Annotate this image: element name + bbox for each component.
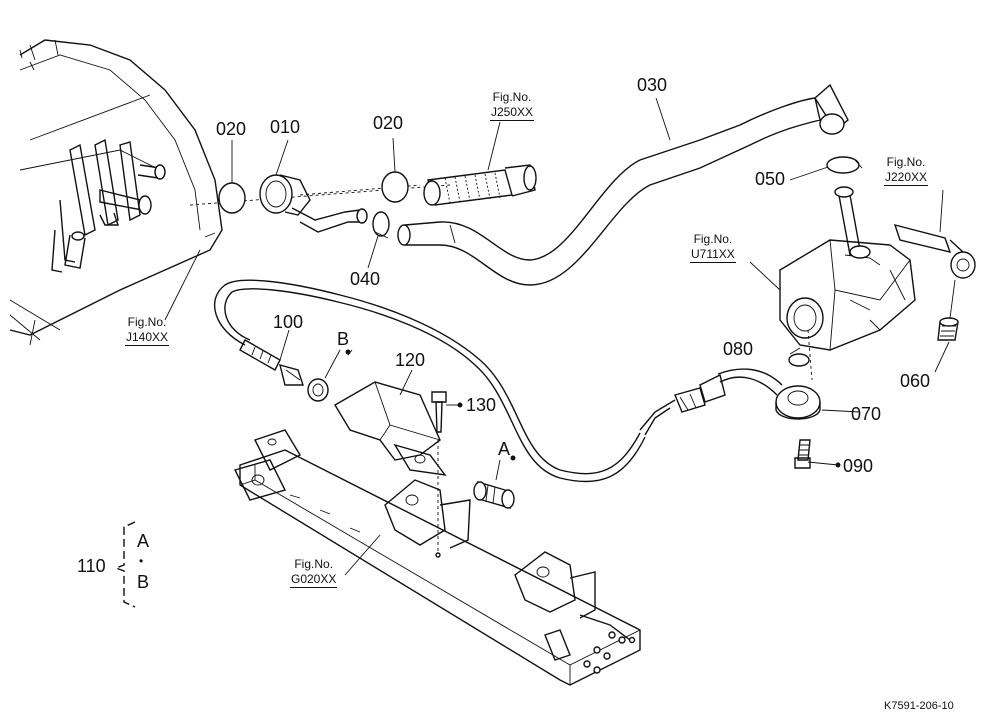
callout-110: 110 <box>77 556 106 576</box>
o-ring-080 <box>788 353 810 367</box>
b-marker-dot <box>345 349 351 355</box>
callout-010: 010 <box>270 117 301 137</box>
bracket-dot: • <box>139 554 144 568</box>
nut-b <box>307 378 329 402</box>
adapter-070 <box>775 329 821 420</box>
bolt-130-dot <box>457 402 463 408</box>
figref-u711-line1: Fig.No. <box>693 232 733 246</box>
figref-j140-line1: Fig.No. <box>127 315 167 329</box>
bracket-letter-b: B <box>137 572 150 592</box>
callout-letter-a: A <box>498 439 511 459</box>
figref-j220-line2: J220XX <box>884 170 929 186</box>
bolt-090-dot <box>835 462 841 468</box>
elbow-pipe-010 <box>259 174 368 233</box>
hose-100 <box>214 279 646 483</box>
figref-u711-line2: U711XX <box>690 247 736 263</box>
fitting-a <box>473 480 515 510</box>
a-marker-dot <box>510 455 516 461</box>
transmission-housing <box>9 39 223 346</box>
figref-j220[interactable]: Fig.No. J220XX <box>884 155 929 186</box>
pump-outlet-fitting <box>893 223 976 319</box>
callout-100: 100 <box>273 312 304 332</box>
fitting-060 <box>937 317 959 341</box>
bolt-090 <box>794 439 811 469</box>
bolt-130 <box>431 391 447 558</box>
figref-g020-line2: G020XX <box>290 572 338 588</box>
figref-j250[interactable]: Fig.No. J250XX <box>490 90 535 121</box>
pump-inlet-pipe <box>837 188 861 257</box>
suction-hose-030 <box>397 83 849 286</box>
o-ring-020-right <box>381 171 409 203</box>
figref-u711[interactable]: Fig.No. U711XX <box>690 232 736 263</box>
callout-020-left: 020 <box>216 119 247 139</box>
suction-filter <box>423 164 537 206</box>
callout-120: 120 <box>395 350 426 370</box>
figref-j220-line1: Fig.No. <box>886 155 926 169</box>
leader-lines <box>164 97 950 576</box>
callout-110-brace <box>114 521 136 608</box>
figref-j250-line2: J250XX <box>490 105 535 121</box>
figref-g020[interactable]: Fig.No. G020XX <box>290 557 338 588</box>
callout-040: 040 <box>350 269 381 289</box>
hydraulic-pump <box>779 239 916 351</box>
callout-080: 080 <box>723 339 754 359</box>
callout-letter-b: B <box>337 329 350 349</box>
callout-070: 070 <box>851 404 882 424</box>
o-ring-020-left <box>218 182 246 214</box>
hose-clamp-040 <box>372 211 390 239</box>
bracket-letter-a: A <box>137 531 150 551</box>
callout-060: 060 <box>900 371 931 391</box>
hose-clamp-050 <box>826 156 863 174</box>
callout-020-right: 020 <box>373 113 404 133</box>
frame-crossmember <box>233 429 641 686</box>
figref-j140-line2: J140XX <box>125 330 170 346</box>
callout-050: 050 <box>755 169 786 189</box>
drawing-code: K7591-206-10 <box>884 700 954 712</box>
callout-130: 130 <box>466 395 497 415</box>
callout-090: 090 <box>843 456 874 476</box>
bracket-120 <box>334 381 447 476</box>
callout-030: 030 <box>637 75 668 95</box>
figref-g020-line1: Fig.No. <box>294 557 334 571</box>
figref-j250-line1: Fig.No. <box>492 90 532 104</box>
figref-j140[interactable]: Fig.No. J140XX <box>125 315 170 346</box>
delivery-pipe <box>639 368 783 436</box>
